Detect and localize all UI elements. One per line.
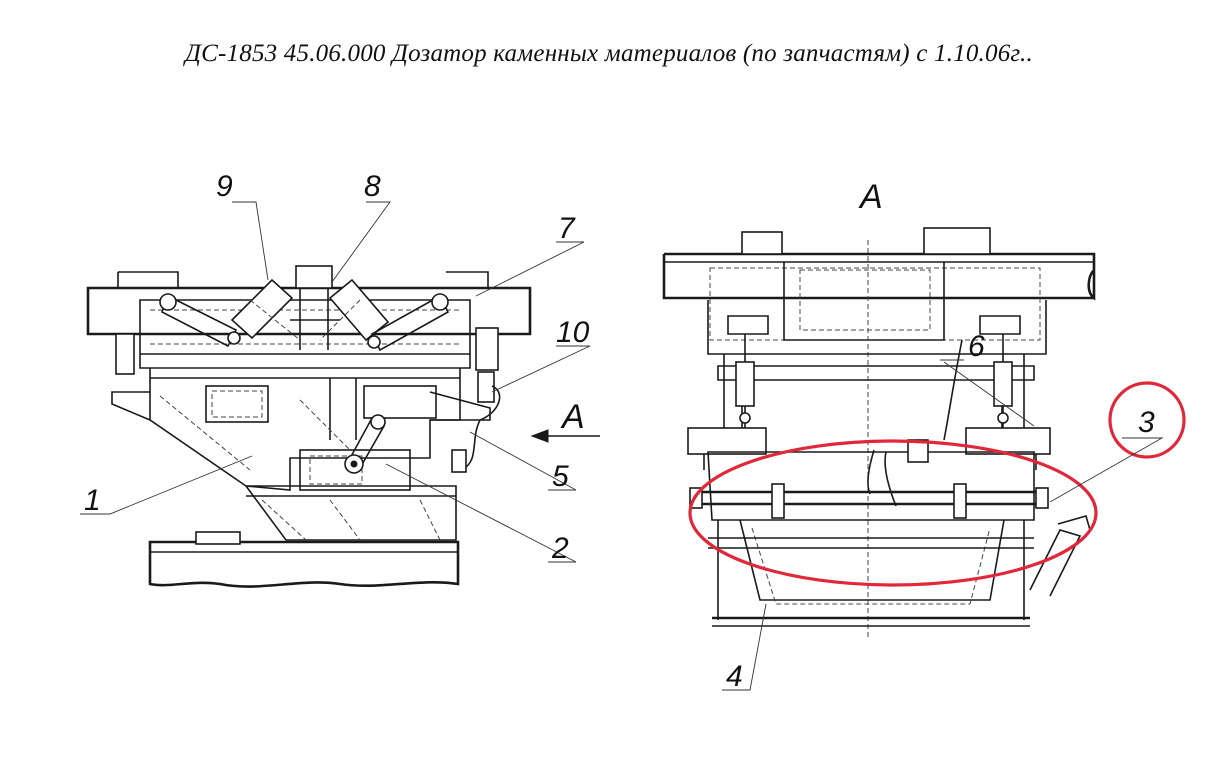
bracket-left — [687, 427, 767, 455]
hopper-body — [111, 377, 461, 491]
arrow-label-a: A — [560, 398, 585, 436]
callout-4: 4 — [726, 660, 743, 693]
callout-10: 10 — [556, 316, 590, 349]
base-plate — [148, 540, 460, 588]
callout-1: 1 — [84, 484, 101, 517]
upper-beam — [86, 286, 532, 336]
inspection-hatch — [205, 385, 269, 423]
load-cell-left — [727, 315, 769, 428]
shutter-mechanism — [159, 265, 450, 352]
right-view-a — [662, 227, 1186, 691]
bracket-right — [965, 427, 1051, 455]
load-cell-right — [979, 315, 1021, 428]
left-side-view — [80, 201, 600, 588]
top-beam — [662, 252, 1096, 301]
callout-3: 3 — [1138, 406, 1155, 439]
callout-9: 9 — [216, 170, 233, 203]
view-label-a: A — [858, 178, 883, 216]
lower-hopper — [244, 485, 457, 541]
callout-5: 5 — [552, 460, 569, 493]
highlight-ellipse — [688, 439, 1098, 587]
callout-2: 2 — [551, 532, 569, 565]
base-boss — [195, 531, 241, 545]
drawing-title: ДС-1853 45.06.000 Дозатор каменных матер… — [185, 40, 1033, 67]
highlight-circle-3 — [1108, 381, 1186, 459]
callout-8: 8 — [364, 170, 381, 203]
callout-7: 7 — [558, 212, 576, 245]
callout-6: 6 — [968, 330, 985, 363]
